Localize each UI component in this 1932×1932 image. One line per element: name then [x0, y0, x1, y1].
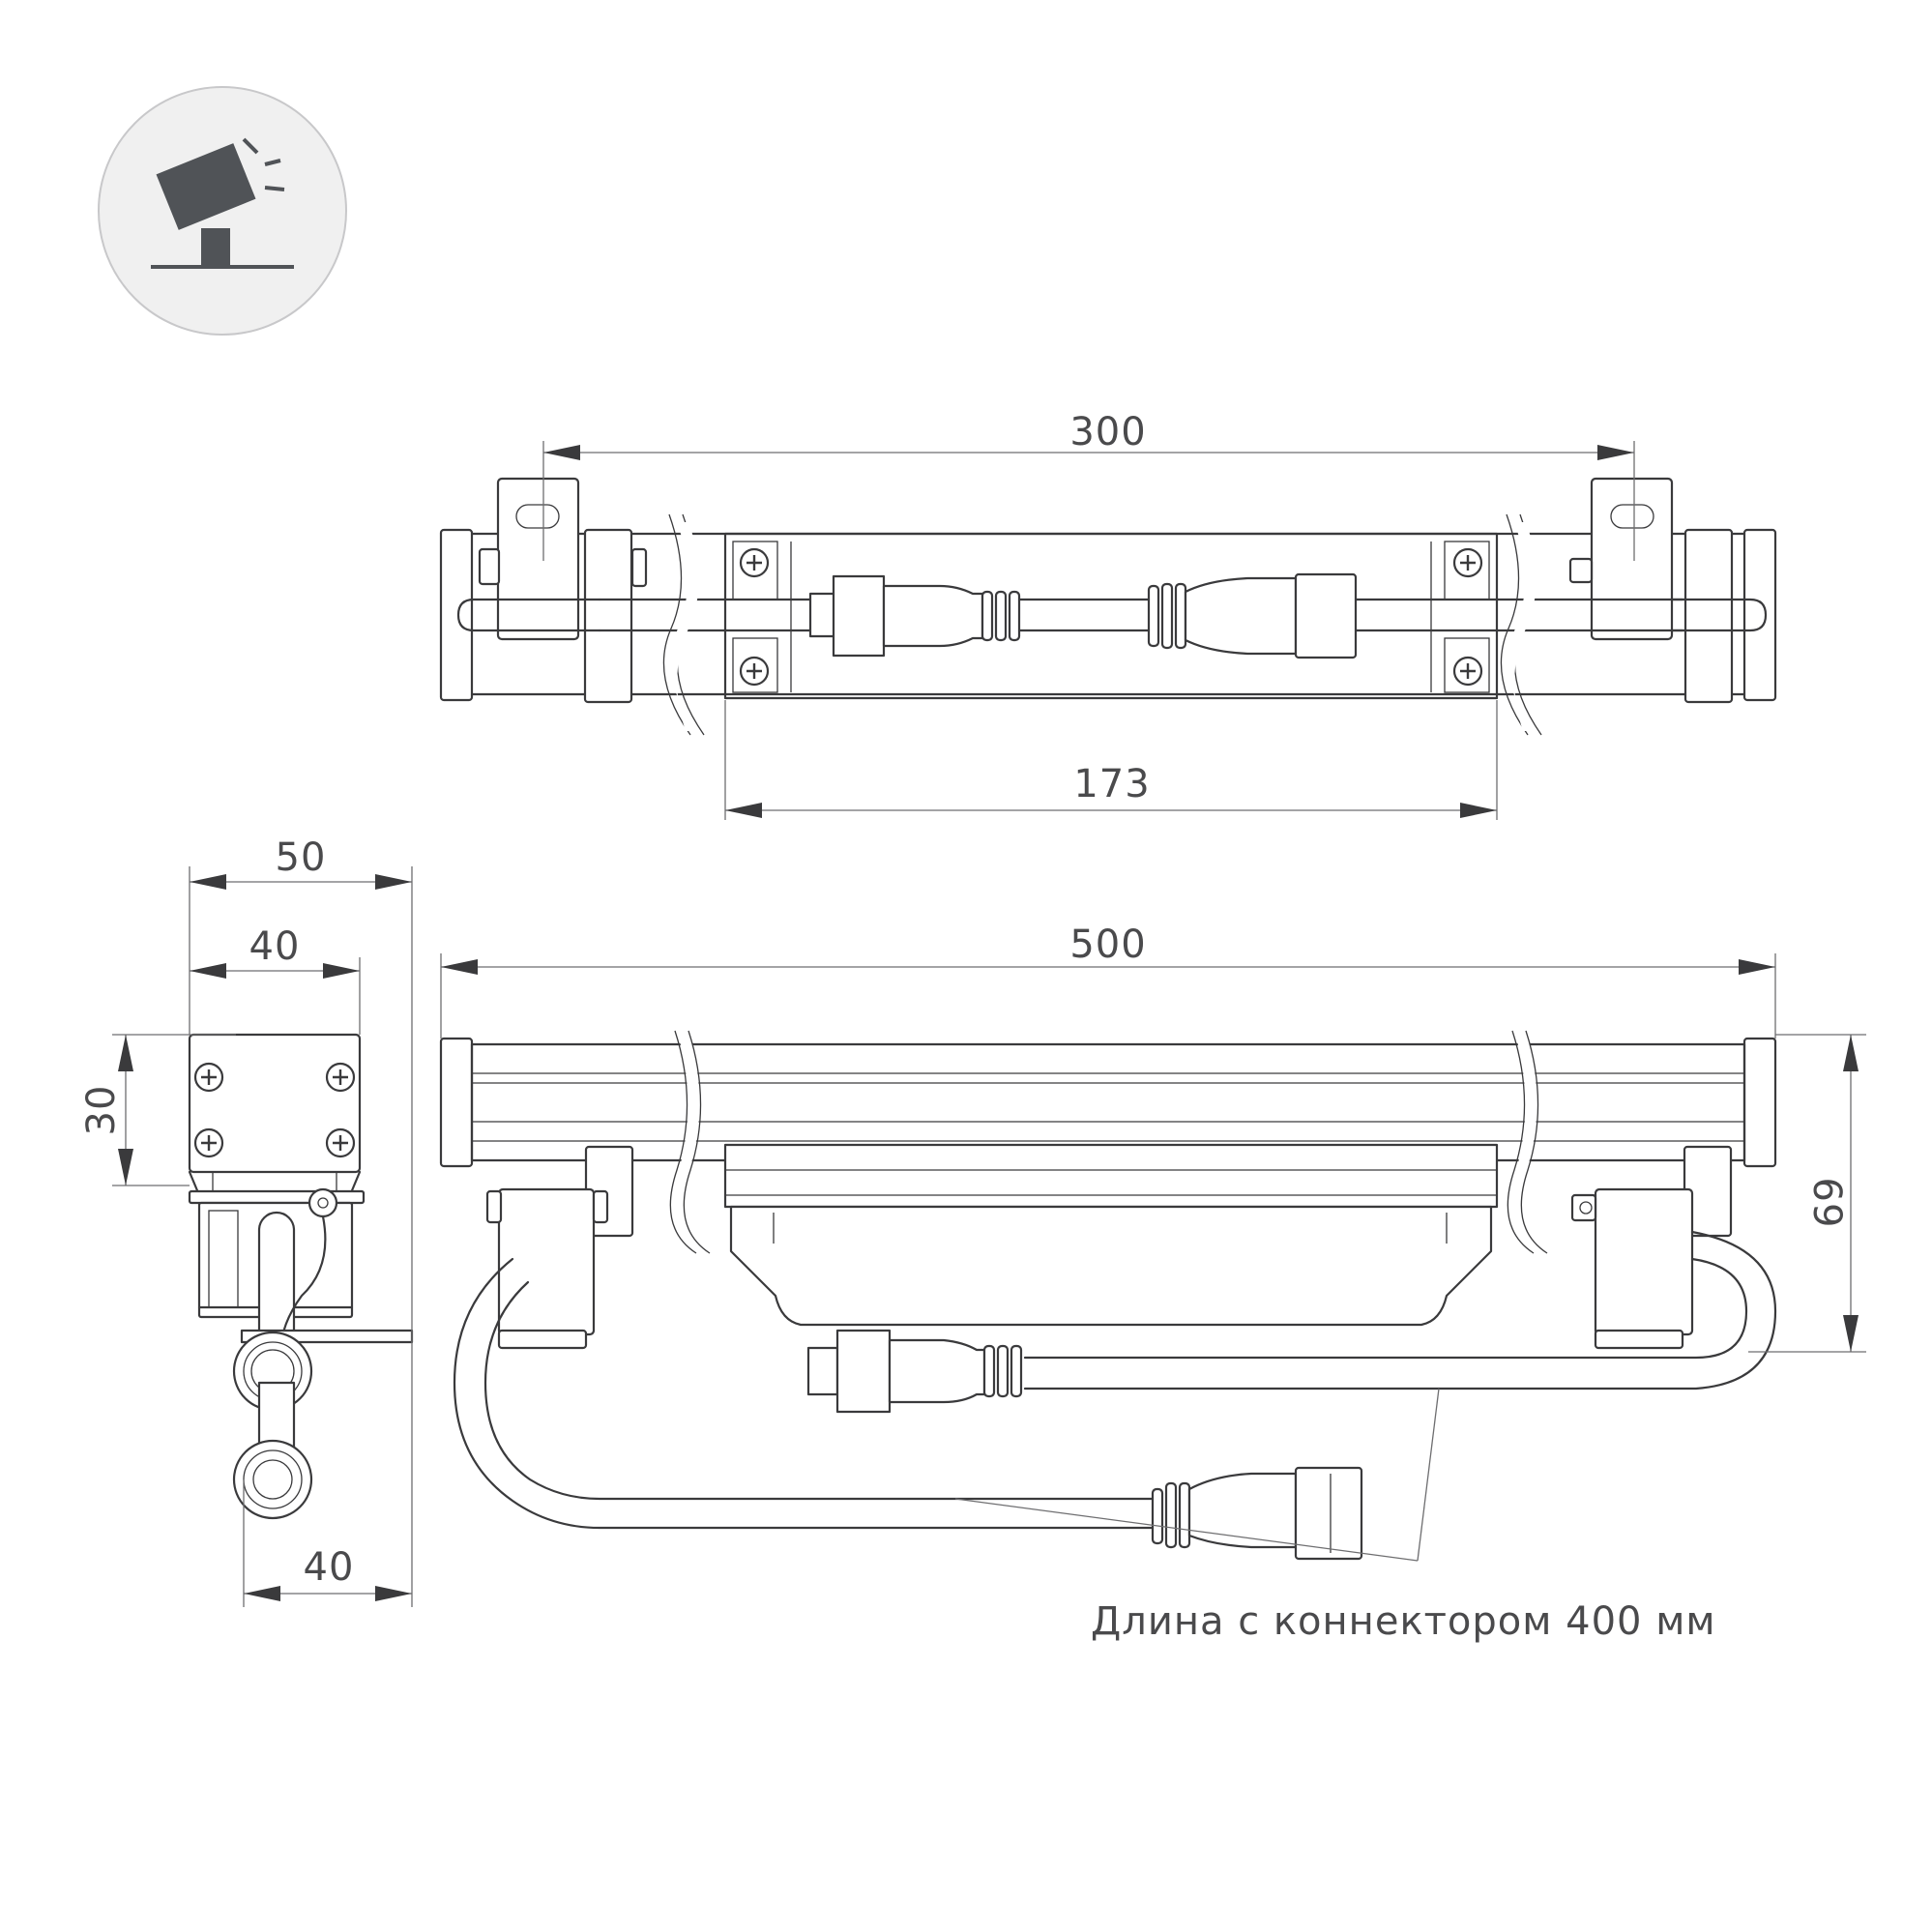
dimension-side-width-inner: 40: [190, 924, 361, 1035]
spotlight-mount-icon: [98, 86, 347, 336]
dimension-top-width: 300: [542, 410, 1635, 561]
dimension-front-height: 69: [1748, 1034, 1866, 1353]
top-width-label: 300: [1069, 410, 1146, 454]
dimension-side-width-outer: 50: [189, 835, 413, 1342]
cable-length-callout: Длина с коннектором 400 мм: [954, 1388, 1716, 1644]
dimension-front-length: 500: [440, 922, 1776, 1039]
side-width-outer-label: 50: [276, 835, 327, 880]
top-inner-label: 173: [1073, 762, 1150, 806]
side-view: [188, 1033, 414, 1520]
top-view: [439, 477, 1777, 736]
front-height-label: 69: [1804, 1178, 1849, 1229]
side-height-label: 30: [79, 1085, 124, 1136]
front-view: [439, 1030, 1777, 1561]
dimension-side-height: 30: [79, 1034, 236, 1186]
front-length-label: 500: [1069, 922, 1146, 967]
cable-length-note: Длина с коннектором 400 мм: [1091, 1599, 1716, 1644]
side-base-label: 40: [304, 1545, 355, 1590]
dimension-top-inner: 173: [724, 700, 1498, 820]
dimension-side-base: 40: [243, 1342, 413, 1607]
side-width-inner-label: 40: [249, 924, 301, 969]
